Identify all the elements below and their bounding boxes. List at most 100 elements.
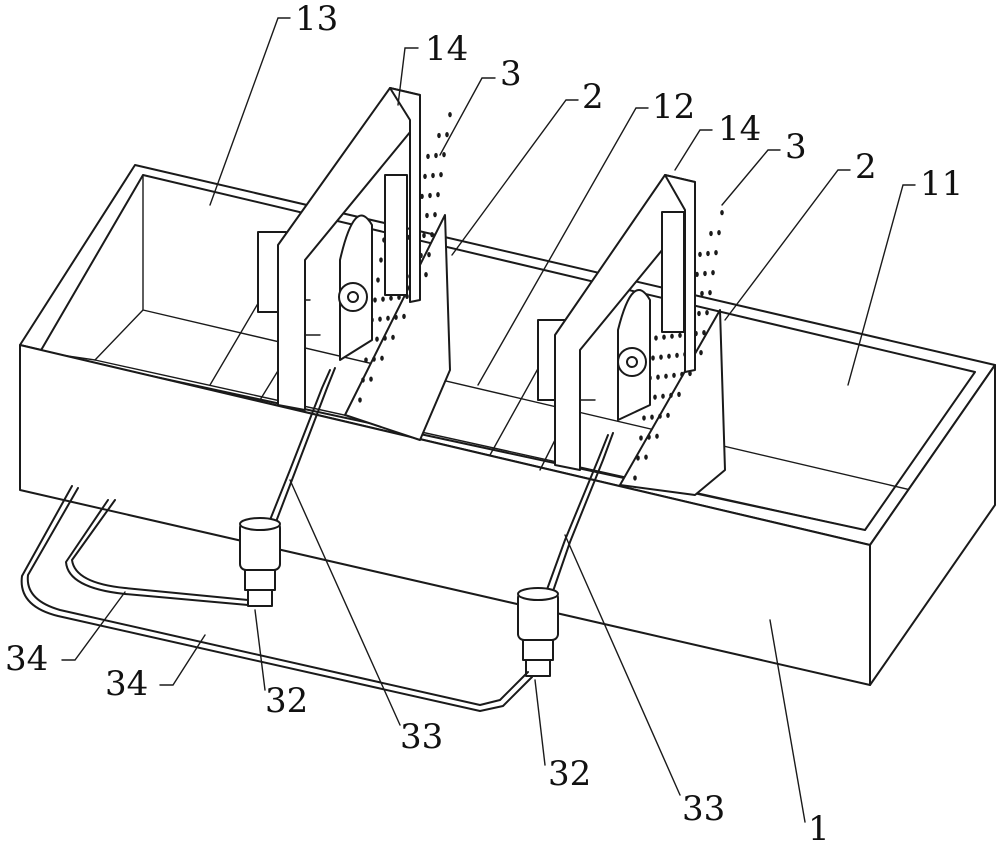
perforation-hole [372, 356, 376, 362]
label-1: 1 [808, 809, 830, 847]
hoses [267, 367, 614, 598]
hose-left-b [273, 367, 336, 528]
label-33-right: 33 [682, 789, 725, 829]
label-3-left: 3 [500, 54, 522, 94]
tank-right-face [869, 364, 996, 686]
perforation-hole [376, 277, 380, 283]
perforation-hole [688, 370, 692, 377]
perforation-hole [653, 394, 657, 400]
perforation-hole [448, 112, 452, 118]
perforation-hole [656, 374, 660, 380]
label-2-right: 2 [855, 147, 877, 187]
perforation-hole [680, 371, 684, 377]
leader-lines [61, 17, 916, 823]
perforation-hole [709, 230, 713, 237]
perforation-hole [430, 232, 434, 238]
perforation-hole [667, 353, 671, 359]
label-12: 12 [652, 87, 695, 127]
perforation-hole [425, 212, 429, 219]
perforation-hole [717, 230, 721, 236]
perforation-hole [669, 392, 673, 398]
perforation-hole [658, 413, 662, 419]
perforation-hole [373, 297, 377, 303]
slider-right [661, 211, 685, 333]
perforation-hole [633, 475, 637, 481]
label-33-left: 33 [400, 717, 443, 757]
label-34-upper: 34 [5, 639, 48, 679]
perforation-hole [655, 433, 659, 439]
perforation-hole [394, 314, 398, 320]
perforation-hole [677, 391, 681, 397]
perforation-hole [423, 173, 427, 179]
perforation-hole [700, 290, 704, 297]
pipe-upper [71, 499, 249, 601]
perforation-hole [666, 412, 670, 418]
perforation-hole [708, 290, 712, 296]
label-14-right: 14 [718, 109, 761, 149]
perforation-hole [428, 192, 432, 199]
label-2-left: 2 [582, 77, 604, 117]
labels: 13 14 3 2 12 14 3 2 11 34 34 32 33 32 33… [5, 0, 963, 847]
perforation-hole [675, 352, 679, 358]
perforation-hole [714, 250, 718, 256]
hose-left [267, 369, 331, 526]
perforation-hole [369, 376, 373, 382]
perforation-hole [439, 172, 443, 178]
perforation-hole [436, 192, 440, 198]
perforation-hole [375, 336, 379, 342]
perforation-hole [706, 250, 710, 257]
perforation-hole [659, 354, 663, 360]
pipe-lower-b [20, 485, 533, 712]
perforation-hole [698, 251, 702, 257]
label-14-left: 14 [425, 29, 468, 69]
perforation-hole [361, 377, 365, 383]
perforation-hole [662, 334, 666, 340]
perforation-hole [636, 455, 640, 461]
frame-right [554, 174, 696, 471]
perforation-hole [426, 153, 430, 159]
perforation-hole [672, 372, 676, 378]
perforation-hole [427, 252, 431, 258]
label-32-left: 32 [265, 681, 308, 721]
perforation-hole [661, 393, 665, 399]
perforation-hole [424, 272, 428, 278]
slider-left [384, 174, 408, 296]
perforation-hole [386, 315, 390, 321]
perforation-hole [378, 316, 382, 322]
perforation-hole [644, 454, 648, 460]
pump-right [517, 587, 559, 677]
pump-left [239, 517, 281, 607]
perforation-hole [695, 271, 699, 277]
perforation-hole [420, 193, 424, 199]
label-32-right: 32 [548, 754, 591, 794]
perforation-hole [389, 295, 393, 301]
pipe-lower [26, 487, 529, 706]
perforation-hole [445, 132, 449, 138]
perforation-hole [381, 296, 385, 302]
perforation-hole [433, 212, 437, 218]
label-13: 13 [295, 0, 338, 39]
label-3-right: 3 [785, 127, 807, 167]
perforation-hole [358, 397, 362, 403]
label-34-lower: 34 [105, 664, 148, 704]
frame-left [277, 87, 421, 411]
perforation-hole [647, 434, 651, 440]
perforation-hole [431, 172, 435, 179]
hose-right [544, 434, 609, 596]
tank-floor-line [94, 359, 866, 531]
perforation-hole [642, 415, 646, 421]
hose-right-b [550, 432, 614, 598]
perforation-hole [650, 414, 654, 420]
perforation-hole [639, 435, 643, 441]
perforation-hole [442, 152, 446, 158]
perforation-hole [654, 335, 658, 341]
perforation-hole [422, 232, 426, 239]
perforation-hole [702, 330, 706, 336]
perforation-hole [437, 132, 441, 139]
perforation-hole [380, 355, 384, 361]
perforation-hole [720, 210, 724, 216]
perforation-hole [391, 334, 395, 340]
perforation-hole [379, 257, 383, 263]
